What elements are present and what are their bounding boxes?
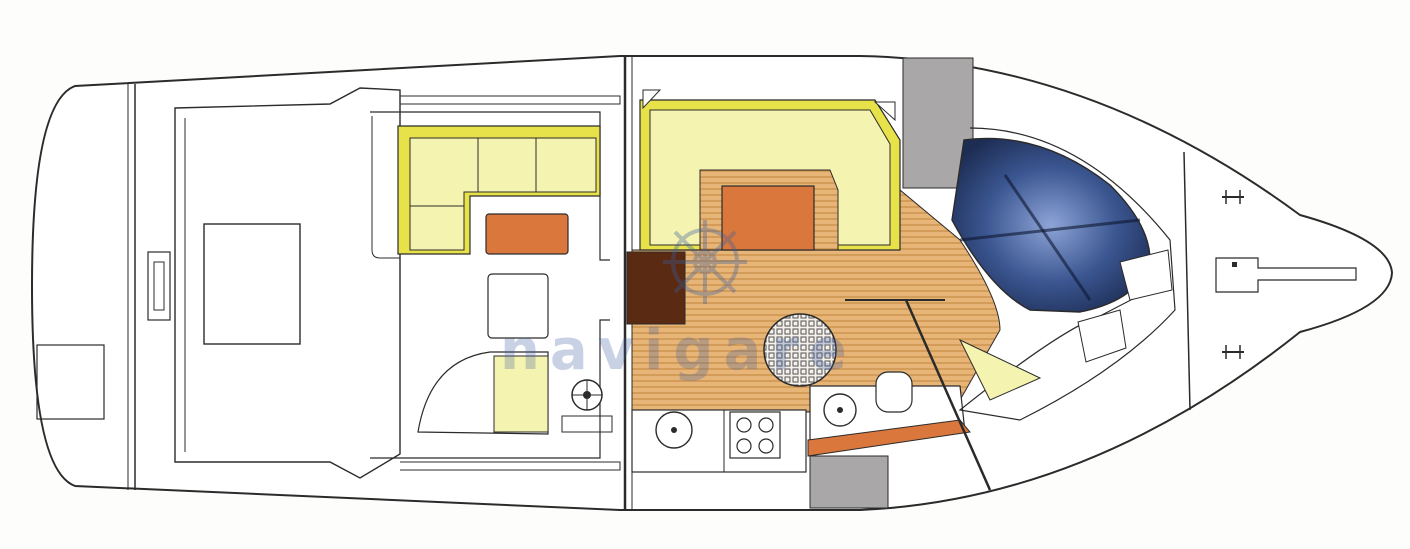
cockpit: [174, 87, 401, 479]
forward-locker-bottom: [809, 455, 889, 509]
cockpit-settee: [397, 125, 601, 255]
anchor-locker: [1215, 257, 1357, 293]
cockpit-table: [485, 213, 569, 255]
swim-platform: [36, 251, 171, 420]
head-toilet: [875, 371, 913, 413]
floor-hatch: [763, 313, 837, 387]
bow-cleat-starboard: [1222, 190, 1244, 204]
galley-sink: [655, 411, 693, 449]
saloon-table: [721, 185, 815, 251]
bow-cleat-port: [1222, 345, 1244, 359]
steering-wheel: [561, 379, 613, 433]
watermark-text: navigare: [500, 318, 857, 383]
berth-pillows: [1077, 249, 1173, 363]
helm-seat: [417, 273, 549, 435]
galley-stove: [729, 411, 781, 459]
head-sink: [823, 393, 857, 427]
companionway-steps: [626, 251, 686, 325]
watermark-wheel-icon: [663, 220, 747, 304]
